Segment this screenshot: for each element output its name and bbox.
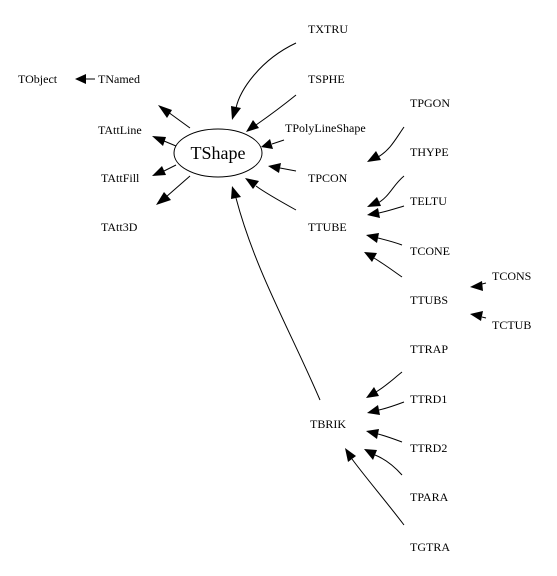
node-tpara[interactable]: TPARA bbox=[410, 490, 449, 504]
edge-ttubs-ttube bbox=[364, 252, 403, 278]
node-tnamed[interactable]: TNamed bbox=[98, 72, 140, 86]
node-ttrap[interactable]: TTRAP bbox=[410, 342, 448, 356]
edge-tpgon-tpcon bbox=[367, 126, 405, 162]
edge-tshape-tnamed bbox=[158, 105, 191, 129]
node-ttube[interactable]: TTUBE bbox=[308, 220, 347, 234]
edge-tpcon-tshape bbox=[268, 163, 297, 173]
edge-tbrik-tshape bbox=[231, 186, 321, 401]
tshape-label: TShape bbox=[191, 143, 246, 163]
node-thype[interactable]: THYPE bbox=[410, 145, 449, 159]
edge-ttrd1-tbrik bbox=[367, 401, 405, 415]
edge-tpara-tbrik bbox=[364, 449, 403, 476]
node-tpgon[interactable]: TPGON bbox=[410, 96, 450, 110]
node-tobject[interactable]: TObject bbox=[18, 72, 58, 86]
edge-txtru-tshape bbox=[231, 42, 297, 120]
edge-ttrd2-tbrik bbox=[366, 429, 403, 443]
node-tsphe[interactable]: TSPHE bbox=[308, 72, 345, 86]
node-tgtra[interactable]: TGTRA bbox=[410, 540, 450, 554]
edge-ttube-tshape bbox=[245, 178, 297, 211]
node-tattline[interactable]: TAttLine bbox=[98, 123, 142, 137]
edge-tctub-ttubs bbox=[470, 311, 487, 321]
edge-teltu-ttube bbox=[367, 205, 405, 218]
edge-tgtra-tbrik bbox=[345, 448, 405, 526]
tshape-ellipse bbox=[173, 128, 263, 178]
edge-tshape-tattline bbox=[152, 136, 177, 147]
edge-tcone-ttube bbox=[366, 233, 403, 246]
node-tcone[interactable]: TCONE bbox=[410, 244, 450, 258]
edge-tpolylineshape-tshape bbox=[261, 139, 285, 149]
node-tcons[interactable]: TCONS bbox=[492, 269, 531, 283]
node-tbrik[interactable]: TBRIK bbox=[310, 417, 346, 431]
node-tpolylineshape[interactable]: TPolyLineShape bbox=[285, 121, 366, 135]
node-tctub[interactable]: TCTUB bbox=[492, 318, 531, 332]
node-labels: TObject TNamed TAttLine TAttFill TAtt3D … bbox=[18, 22, 531, 554]
edge-tshape-tatt3d bbox=[156, 175, 191, 205]
edge-thype-ttube bbox=[367, 175, 405, 207]
node-tpcon[interactable]: TPCON bbox=[308, 171, 348, 185]
node-ttubs[interactable]: TTUBS bbox=[410, 293, 448, 307]
node-ttrd1[interactable]: TTRD1 bbox=[410, 392, 447, 406]
edge-tshape-tattfill bbox=[152, 164, 177, 176]
node-ttrd2[interactable]: TTRD2 bbox=[410, 441, 447, 455]
node-teltu[interactable]: TELTU bbox=[410, 194, 447, 208]
edge-ttrap-tbrik bbox=[366, 371, 403, 398]
edge-tnamed-tobject bbox=[75, 74, 95, 84]
edge-tcons-ttubs bbox=[470, 281, 487, 291]
inheritance-edges bbox=[75, 42, 487, 526]
edge-tsphe-tshape bbox=[246, 94, 297, 132]
node-txtru[interactable]: TXTRU bbox=[308, 22, 348, 36]
node-tattfill[interactable]: TAttFill bbox=[101, 171, 140, 185]
node-tatt3d[interactable]: TAtt3D bbox=[101, 220, 138, 234]
node-tshape[interactable]: TShape bbox=[173, 128, 263, 178]
